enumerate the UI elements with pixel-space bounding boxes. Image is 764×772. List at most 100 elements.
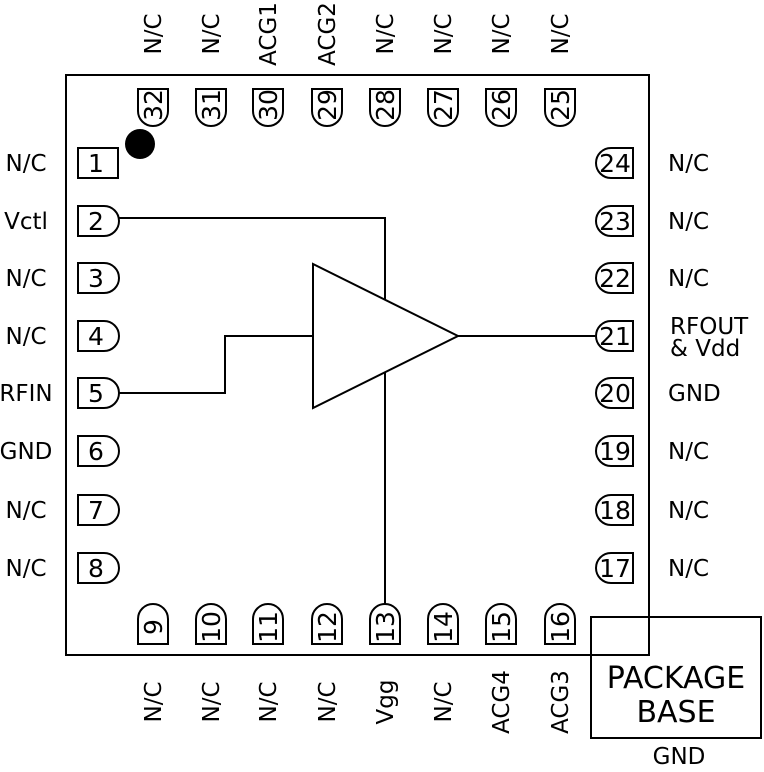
pin-7-pad xyxy=(77,494,120,526)
pin-25-label: N/C xyxy=(548,13,574,54)
pin-20-number: 20 xyxy=(599,379,631,408)
pin-2-pad xyxy=(77,205,120,237)
pin-1-pad xyxy=(77,147,119,179)
pin-15-label: ACG4 xyxy=(489,670,515,734)
pin-17-number: 17 xyxy=(599,554,631,583)
pin-21-pad xyxy=(595,320,634,352)
pin-4-label: N/C xyxy=(5,324,46,350)
pin-14-label: N/C xyxy=(431,681,457,722)
pin-9-label: N/C xyxy=(141,681,167,722)
pin-16-number: 16 xyxy=(546,611,575,643)
pin-28-pad xyxy=(369,88,401,127)
pin-17-label: N/C xyxy=(668,556,709,582)
package-outline xyxy=(65,74,650,656)
package-base-box xyxy=(590,616,762,739)
package-base-label-line2: BASE xyxy=(636,695,715,730)
pin-25-number: 25 xyxy=(546,89,575,121)
package-base-label-line1: PACKAGE xyxy=(607,661,745,696)
pin-21-label-line1: RFOUT xyxy=(670,314,749,340)
pin-26-number: 26 xyxy=(487,89,516,121)
pin-20-pad xyxy=(595,377,634,409)
pin-30-number: 30 xyxy=(254,89,283,121)
pin-20-label: GND xyxy=(668,381,721,407)
wire-rfin-to-amp xyxy=(118,335,313,394)
pin-18-number: 18 xyxy=(599,496,631,525)
pin-21-number: 21 xyxy=(599,322,631,351)
pin-22-label: N/C xyxy=(668,266,709,292)
pin-5-pad xyxy=(77,377,120,409)
pin-2-label: Vctl xyxy=(4,209,48,235)
pin-5-number: 5 xyxy=(88,379,104,408)
pin-29-number: 29 xyxy=(313,89,342,121)
pin-23-number: 23 xyxy=(599,207,631,236)
pin-10-number: 10 xyxy=(197,611,226,643)
pin-29-pad xyxy=(311,88,343,127)
pin-22-pad xyxy=(595,262,634,294)
pin-19-label: N/C xyxy=(668,439,709,465)
pin-12-label: N/C xyxy=(315,681,341,722)
pin-14-pad xyxy=(427,603,459,645)
pin-28-number: 28 xyxy=(371,89,400,121)
pin-5-label: RFIN xyxy=(0,381,53,407)
pin-13-pad xyxy=(369,603,401,645)
pin-26-pad xyxy=(485,88,517,127)
pin-11-pad xyxy=(252,603,284,645)
package-base-gnd-label: GND xyxy=(653,744,706,770)
pin-27-label: N/C xyxy=(431,13,457,54)
pin-1-number: 1 xyxy=(88,149,104,178)
pin-4-pad xyxy=(77,320,120,352)
pin-8-number: 8 xyxy=(88,554,104,583)
pin-12-number: 12 xyxy=(313,611,342,643)
pin-3-label: N/C xyxy=(5,266,46,292)
pin-11-label: N/C xyxy=(256,681,282,722)
pin-6-number: 6 xyxy=(88,437,104,466)
pin1-marker-dot xyxy=(125,129,155,159)
pin-9-pad xyxy=(137,603,169,645)
pin-27-pad xyxy=(427,88,459,127)
pin-17-pad xyxy=(595,552,634,584)
pin-10-label: N/C xyxy=(199,681,225,722)
pin-3-pad xyxy=(77,262,120,294)
pin-24-pad xyxy=(595,147,634,179)
pin-16-label: ACG3 xyxy=(548,670,574,734)
pin-1-label: N/C xyxy=(5,151,46,177)
pin-6-label: GND xyxy=(0,439,52,465)
pin-18-label: N/C xyxy=(668,498,709,524)
pin-23-pad xyxy=(595,205,634,237)
pin-29-label: ACG2 xyxy=(315,2,341,66)
pin-3-number: 3 xyxy=(88,264,104,293)
pin-18-pad xyxy=(595,494,634,526)
pin-13-number: 13 xyxy=(371,611,400,643)
pin-31-label: N/C xyxy=(199,13,225,54)
pin-2-number: 2 xyxy=(88,207,104,236)
pin-7-number: 7 xyxy=(88,496,104,525)
pin-24-number: 24 xyxy=(599,149,631,178)
pin-30-pad xyxy=(252,88,284,127)
pin-31-number: 31 xyxy=(197,89,226,121)
pin-22-number: 22 xyxy=(599,264,631,293)
pin-32-number: 32 xyxy=(139,89,168,121)
pin-7-label: N/C xyxy=(5,498,46,524)
pin-13-label: Vgg xyxy=(373,680,399,725)
pin-26-label: N/C xyxy=(489,13,515,54)
pin-19-pad xyxy=(595,435,634,467)
pin-11-number: 11 xyxy=(254,611,283,643)
pin-15-pad xyxy=(485,603,517,645)
pin-8-label: N/C xyxy=(5,556,46,582)
pin-12-pad xyxy=(311,603,343,645)
pin-16-pad xyxy=(544,603,576,645)
pin-30-label: ACG1 xyxy=(256,2,282,66)
pin-19-number: 19 xyxy=(599,437,631,466)
pin-27-number: 27 xyxy=(429,89,458,121)
pin-32-pad xyxy=(137,88,169,127)
pin-23-label: N/C xyxy=(668,209,709,235)
pin-25-pad xyxy=(544,88,576,127)
wire-vctl-to-amp xyxy=(118,217,386,299)
pin-32-label: N/C xyxy=(141,13,167,54)
pin-8-pad xyxy=(77,552,120,584)
pin-21-label-line2: & Vdd xyxy=(670,336,740,362)
pin-15-number: 15 xyxy=(487,611,516,643)
pin-31-pad xyxy=(195,88,227,127)
pin-28-label: N/C xyxy=(373,13,399,54)
